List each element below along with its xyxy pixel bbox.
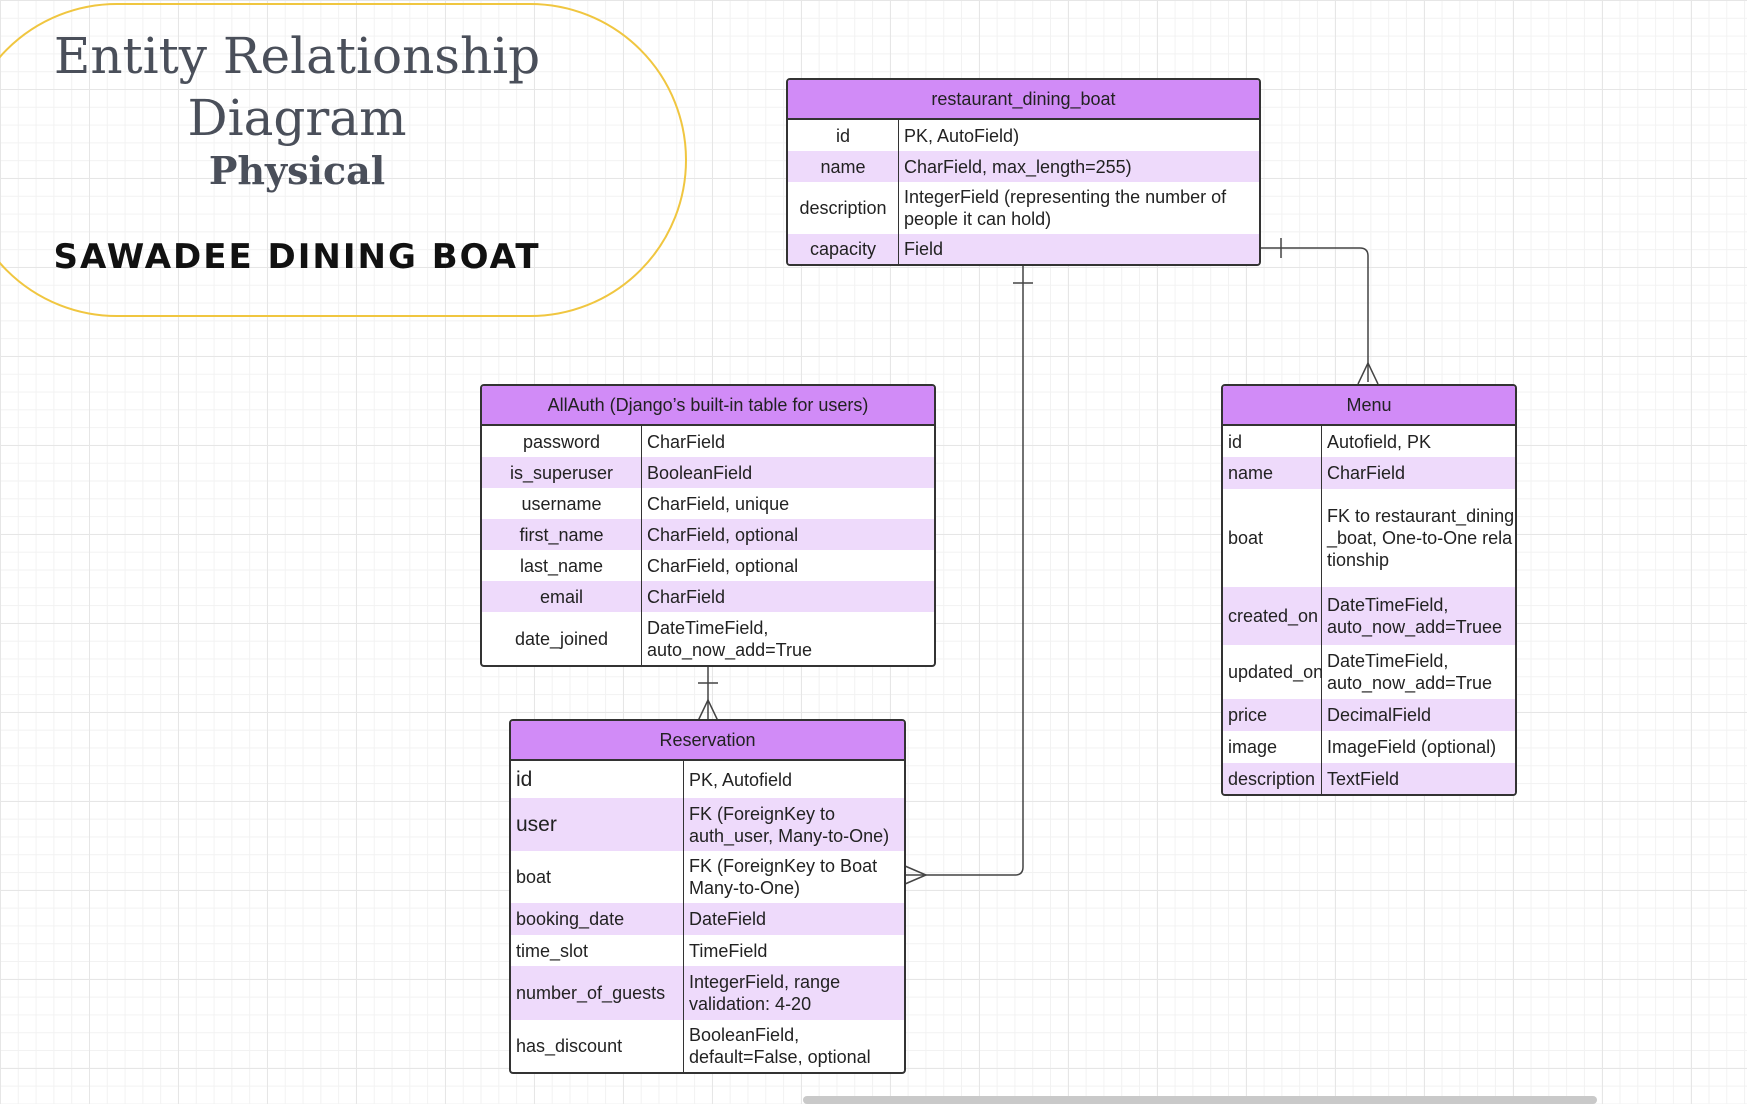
boat-reservation-many-mark: [904, 865, 928, 885]
field-name: image: [1223, 731, 1322, 763]
table-row: booking_date DateField: [511, 903, 904, 935]
table-row: username CharField, unique: [482, 488, 934, 519]
entity-menu[interactable]: Menu id Autofield, PK name CharField boa…: [1221, 384, 1517, 796]
entity-header: restaurant_dining_boat: [788, 80, 1259, 120]
table-row: name CharField: [1223, 457, 1515, 489]
field-name: boat: [1223, 489, 1322, 587]
table-row: price DecimalField: [1223, 699, 1515, 731]
field-type: PK, AutoField): [904, 125, 1020, 146]
entity-header: AllAuth (Django’s built-in table for use…: [482, 386, 934, 426]
field-name: password: [482, 426, 642, 457]
field-name: booking_date: [511, 903, 684, 935]
table-row: boat FK (ForeignKey to Boat Many-to-One): [511, 851, 904, 903]
field-type: DateTimeField, auto_now_add=Truee: [1327, 595, 1502, 637]
diagram-title-line2: Diagram: [187, 89, 407, 147]
field-name: updated_on: [1223, 645, 1323, 699]
field-type: CharField, optional: [647, 524, 799, 545]
table-row: capacity Field: [788, 234, 1259, 264]
field-type: Field: [904, 239, 944, 259]
field-type: TimeField: [689, 940, 768, 961]
entity-restaurant-dining-boat[interactable]: restaurant_dining_boat id PK, AutoField)…: [786, 78, 1261, 266]
field-name: time_slot: [511, 935, 684, 966]
table-row: description IntegerField (representing t…: [788, 182, 1259, 234]
field-type: DateTimeField, auto_now_add=True: [1327, 651, 1492, 693]
field-name: last_name: [482, 550, 642, 581]
field-name: created_on: [1223, 587, 1322, 645]
field-type: FK to restaurant_dining_boat, One-to-One…: [1327, 506, 1515, 570]
field-type: CharField: [647, 586, 726, 607]
field-name: id: [788, 120, 899, 151]
entity-allauth[interactable]: AllAuth (Django’s built-in table for use…: [480, 384, 936, 667]
table-row: name CharField, max_length=255): [788, 151, 1259, 182]
field-type: BooleanField: [647, 462, 753, 483]
table-row: boat FK to restaurant_dining_boat, One-t…: [1223, 489, 1515, 587]
diagram-title-line1: Entity Relationship: [53, 27, 541, 85]
field-type: PK, Autofield: [689, 769, 793, 790]
field-type: ImageField (optional): [1327, 737, 1497, 757]
field-name: description: [788, 182, 899, 234]
field-type: FK (ForeignKey to Boat Many-to-One): [689, 856, 878, 898]
field-name: description: [1223, 763, 1322, 794]
field-type: DateTimeField, auto_now_add=True: [647, 617, 812, 660]
project-name: SAWADEE DINING BOAT: [53, 237, 541, 277]
field-name: id: [1223, 426, 1322, 457]
field-name: number_of_guests: [511, 966, 684, 1020]
field-type: CharField: [647, 431, 726, 452]
table-row: time_slot TimeField: [511, 935, 904, 966]
field-name: date_joined: [482, 612, 642, 665]
table-row: id PK, AutoField): [788, 120, 1259, 151]
entity-reservation[interactable]: Reservation id PK, Autofield user FK (Fo…: [509, 719, 906, 1074]
table-row: password CharField: [482, 426, 934, 457]
table-row: is_superuser BooleanField: [482, 457, 934, 488]
field-type: BooleanField, default=False, optional: [689, 1025, 871, 1067]
entity-header: Reservation: [511, 721, 904, 761]
table-row: number_of_guests IntegerField, range val…: [511, 966, 904, 1020]
table-row: id PK, Autofield: [511, 761, 904, 798]
field-type: IntegerField, range validation: 4-20: [689, 972, 841, 1014]
user-reservation-many-mark: [697, 698, 719, 722]
field-type: CharField: [1327, 463, 1406, 483]
entity-header: Menu: [1223, 386, 1515, 426]
table-row: has_discount BooleanField, default=False…: [511, 1020, 904, 1072]
field-name: has_discount: [511, 1020, 684, 1072]
field-type: TextField: [1327, 768, 1400, 789]
field-name: email: [482, 581, 642, 612]
field-type: CharField, unique: [647, 493, 790, 514]
field-name: id: [511, 761, 684, 798]
boat-reservation-line: [905, 264, 1024, 876]
table-row: updated_on DateTimeField, auto_now_add=T…: [1223, 645, 1515, 699]
field-type: DecimalField: [1327, 705, 1432, 725]
field-name: price: [1223, 699, 1322, 731]
field-name: name: [788, 151, 899, 182]
table-row: description TextField: [1223, 763, 1515, 794]
field-name: user: [511, 798, 684, 851]
field-type: FK (ForeignKey to auth_user, Many-to-One…: [689, 803, 890, 846]
field-name: username: [482, 488, 642, 519]
field-name: name: [1223, 457, 1322, 489]
boat-menu-line: [1261, 247, 1369, 382]
table-row: image ImageField (optional): [1223, 731, 1515, 763]
boat-menu-many-mark: [1357, 361, 1379, 385]
field-name: capacity: [788, 234, 899, 264]
field-type: CharField, optional: [647, 555, 799, 576]
table-row: user FK (ForeignKey to auth_user, Many-t…: [511, 798, 904, 851]
field-name: boat: [511, 851, 684, 903]
table-row: date_joined DateTimeField, auto_now_add=…: [482, 612, 934, 665]
table-row: first_name CharField, optional: [482, 519, 934, 550]
field-type: DateField: [689, 909, 767, 929]
table-row: created_on DateTimeField, auto_now_add=T…: [1223, 587, 1515, 645]
table-row: email CharField: [482, 581, 934, 612]
field-type: Autofield, PK: [1327, 431, 1432, 452]
field-type: CharField, max_length=255): [904, 156, 1132, 177]
table-row: id Autofield, PK: [1223, 426, 1515, 457]
field-name: is_superuser: [482, 457, 642, 488]
horizontal-scrollbar[interactable]: [803, 1096, 1597, 1104]
field-type: IntegerField (representing the number of…: [904, 187, 1227, 229]
title-capsule: Entity Relationship Diagram Physical SAW…: [0, 3, 687, 317]
diagram-subtitle: Physical: [208, 148, 386, 193]
field-name: first_name: [482, 519, 642, 550]
table-row: last_name CharField, optional: [482, 550, 934, 581]
